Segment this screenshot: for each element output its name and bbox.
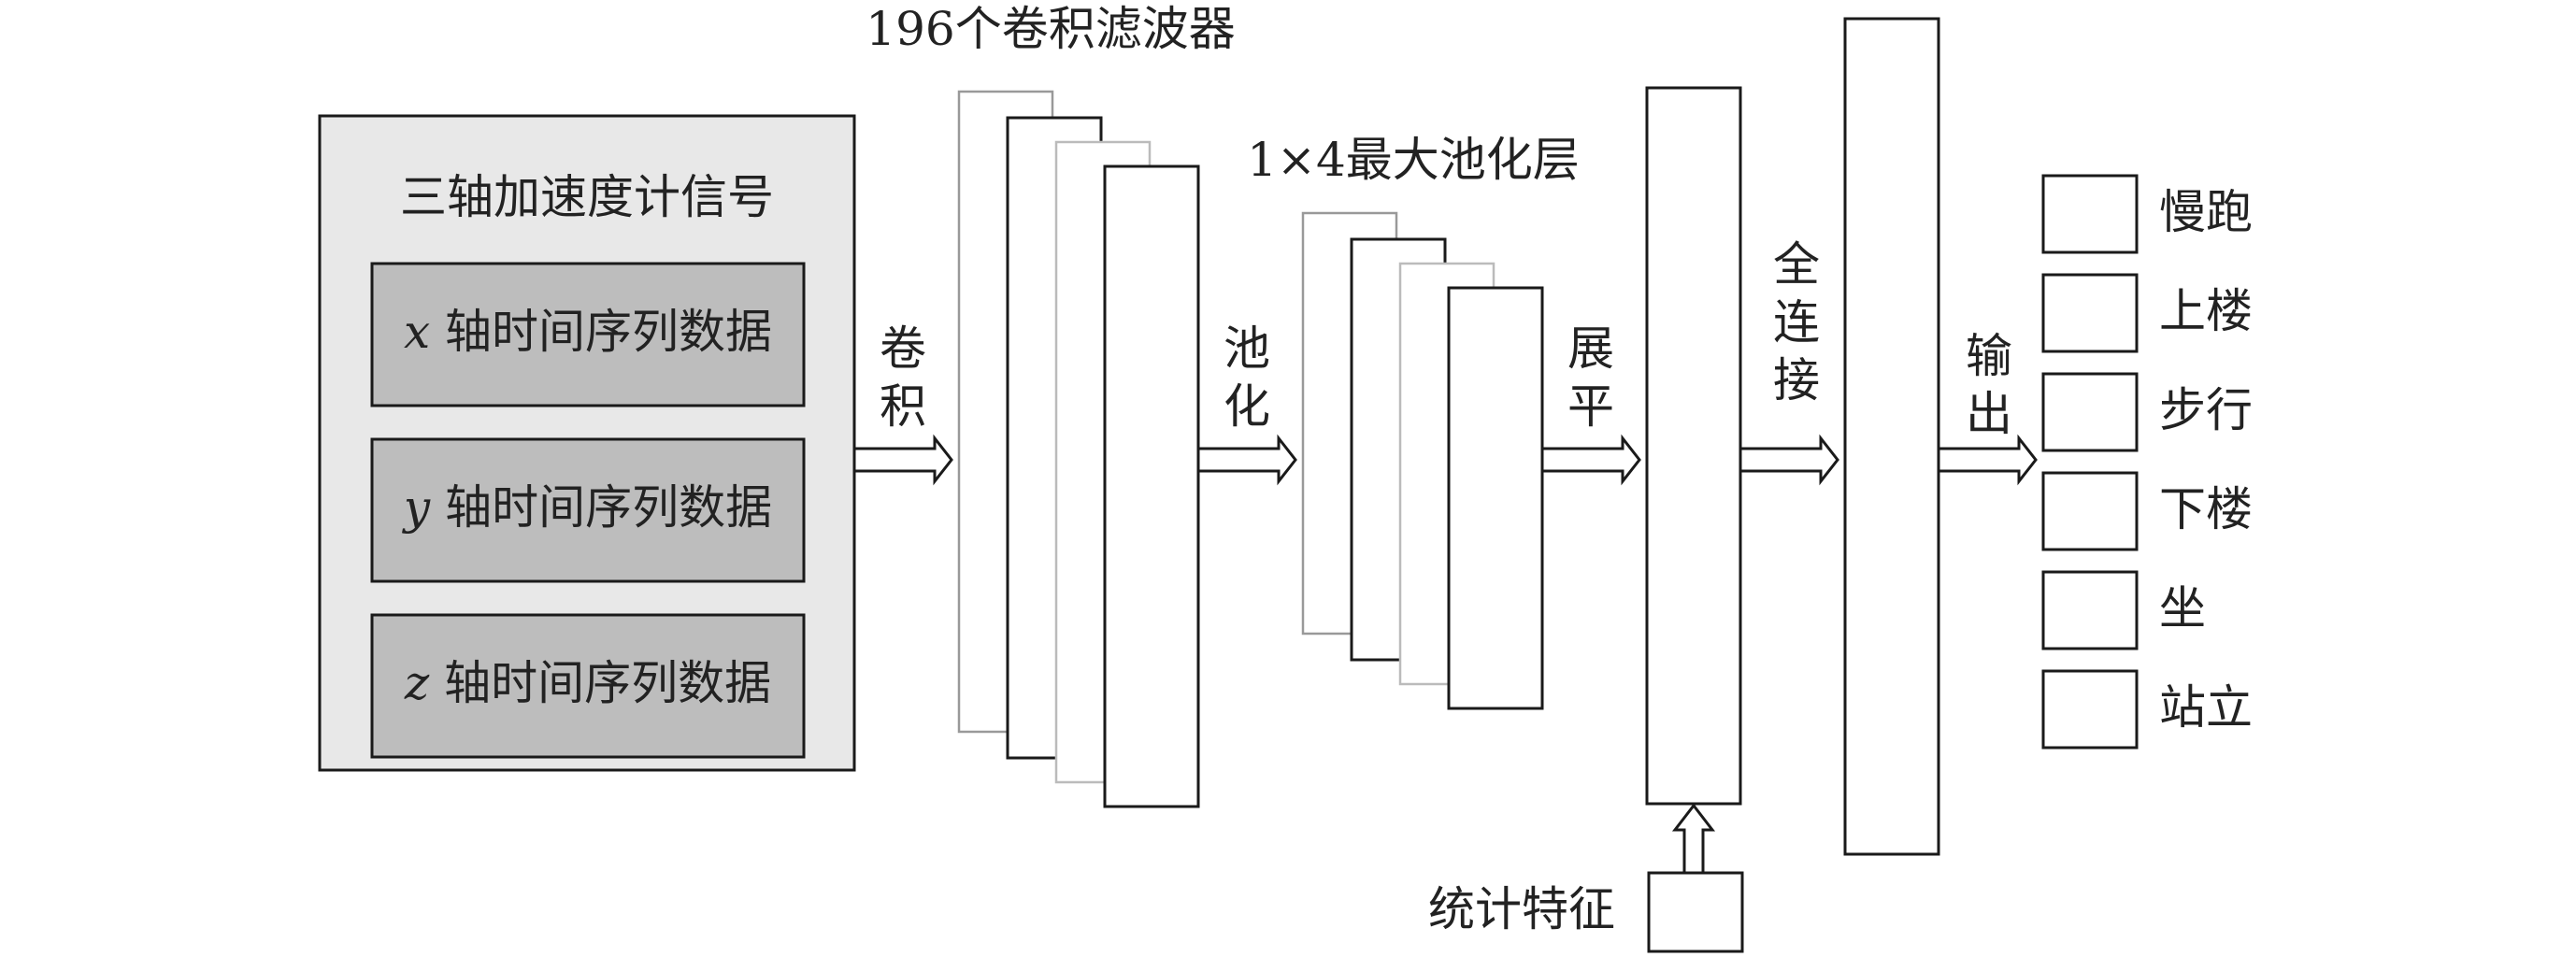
- pool-step-char-2: 化: [1224, 379, 1270, 434]
- conv-arrow: [852, 434, 953, 486]
- output-node-2: [2041, 273, 2139, 353]
- output-node-4: [2041, 471, 2139, 551]
- fc-arrow: [1739, 434, 1839, 486]
- fc-step-char-2: 连: [1773, 295, 1820, 350]
- pool-arrow: [1196, 434, 1297, 486]
- output-label-3: 步行: [2159, 383, 2253, 437]
- fc-layer: [1843, 17, 1940, 856]
- stats-arrow: [1671, 803, 1716, 875]
- y-series-label: y 轴时间序列数据: [402, 480, 772, 535]
- stats-label: 统计特征: [1428, 882, 1615, 936]
- stats-box: [1647, 871, 1744, 953]
- conv-step-char-2: 积: [880, 379, 926, 434]
- output-step-char-1: 输: [1966, 329, 2012, 383]
- output-label-1: 慢跑: [2159, 185, 2253, 239]
- z-series-box: [370, 613, 806, 759]
- output-label-2: 上楼: [2159, 284, 2253, 338]
- y-series-box: [370, 437, 806, 583]
- pool-step-char-1: 池: [1224, 321, 1270, 376]
- flatten-arrow: [1540, 434, 1641, 486]
- z-series-label: z 轴时间序列数据: [404, 656, 771, 710]
- output-node-1: [2041, 174, 2139, 254]
- pool-layer-label: 1×4最大池化层: [1247, 133, 1580, 187]
- fc-step-char-3: 接: [1773, 353, 1820, 407]
- fc-step-char-1: 全: [1773, 237, 1820, 292]
- output-label-5: 坐: [2159, 581, 2206, 636]
- flatten-step-char-1: 展: [1567, 321, 1614, 376]
- conv-step-char-1: 卷: [880, 321, 926, 376]
- x-series-box: [370, 262, 806, 407]
- output-label-6: 站立: [2159, 680, 2253, 735]
- pool-map-4: [1447, 286, 1544, 710]
- x-series-label: x 轴时间序列数据: [404, 305, 772, 359]
- output-node-5: [2041, 570, 2139, 650]
- output-label-4: 下楼: [2159, 482, 2253, 536]
- conv-filter-4: [1103, 164, 1200, 808]
- output-step-char-2: 出: [1966, 387, 2012, 441]
- conv-layer-label: 196个卷积滤波器: [866, 2, 1235, 56]
- flatten-step-char-2: 平: [1567, 379, 1614, 434]
- output-node-3: [2041, 372, 2139, 452]
- input-panel-title: 三轴加速度计信号: [400, 170, 774, 224]
- output-arrow: [1937, 434, 2038, 486]
- output-node-6: [2041, 669, 2139, 750]
- flatten-layer: [1645, 86, 1742, 806]
